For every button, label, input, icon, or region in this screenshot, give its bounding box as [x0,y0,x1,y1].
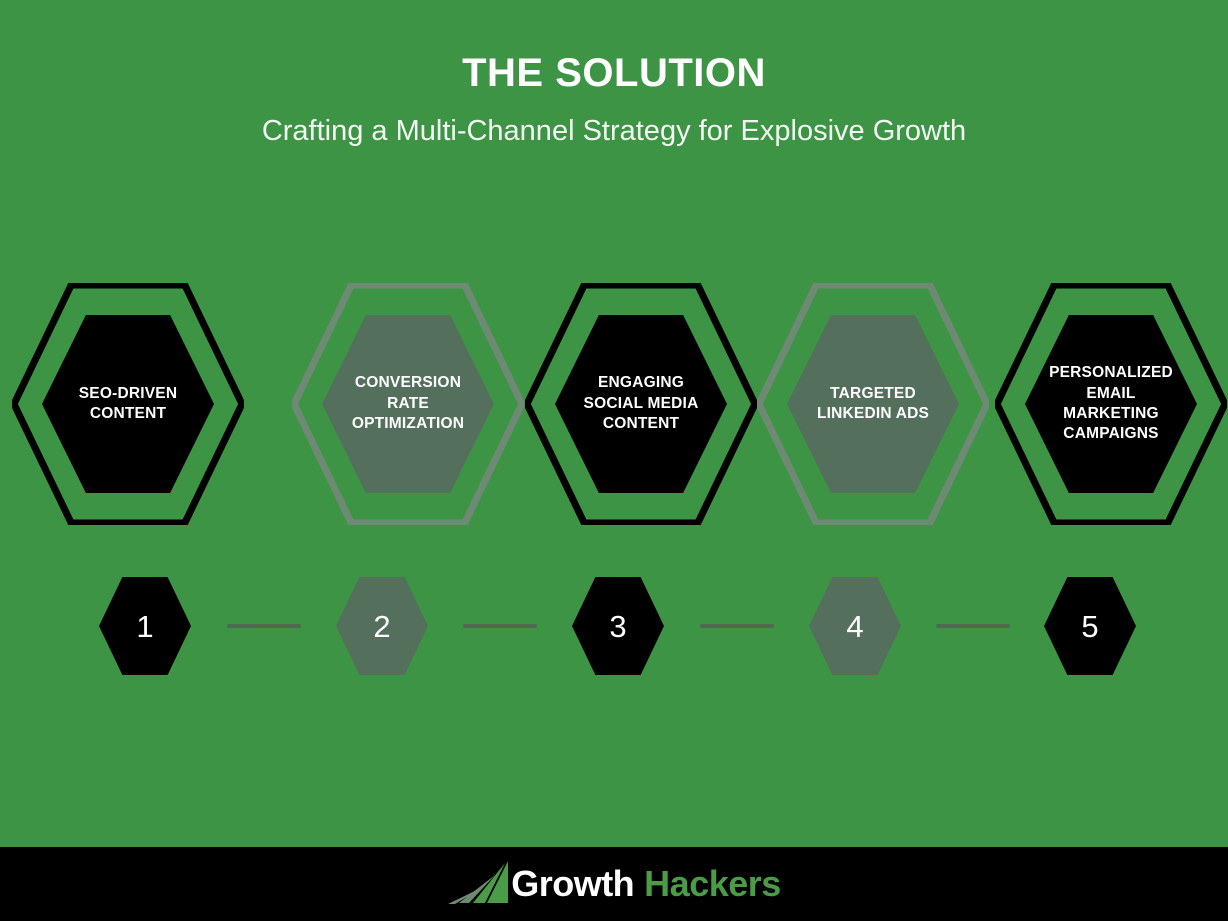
step-connector-line [935,624,1010,628]
hexagon-shape [809,577,901,675]
step-connector-line [699,624,774,628]
step-number-hexagon-3[interactable]: 3 [571,576,665,676]
step-number-hexagon-2[interactable]: 2 [335,576,429,676]
step-connector-line [463,624,537,628]
growth-hackers-swoosh-icon [448,861,509,904]
step-number-hexagon-4[interactable]: 4 [808,576,902,676]
hexagon-shape [336,577,428,675]
page-subtitle: Crafting a Multi-Channel Strategy for Ex… [261,115,967,147]
step-connector-line [226,624,301,628]
hexagon-shape [292,283,524,525]
slide-header: THE SOLUTION Crafting a Multi-Channel St… [0,0,1228,148]
logo-word-hackers: Hackers [644,863,781,904]
hexagon-shape [1044,577,1136,675]
hexagon-shape [757,283,989,525]
page-title: THE SOLUTION [462,51,766,95]
hexagon-shape [99,577,191,675]
hexagon-shape [525,283,757,525]
hexagon-shape [995,283,1227,525]
step-number-row: 1 2 3 4 5 [0,576,1228,676]
hexagon-shape [572,577,664,675]
step-number-hexagon-5[interactable]: 5 [1043,576,1137,676]
step-number-hexagon-1[interactable]: 1 [98,576,192,676]
hexagon-shape [12,283,244,525]
logo-word-growth: Growth [511,863,635,904]
